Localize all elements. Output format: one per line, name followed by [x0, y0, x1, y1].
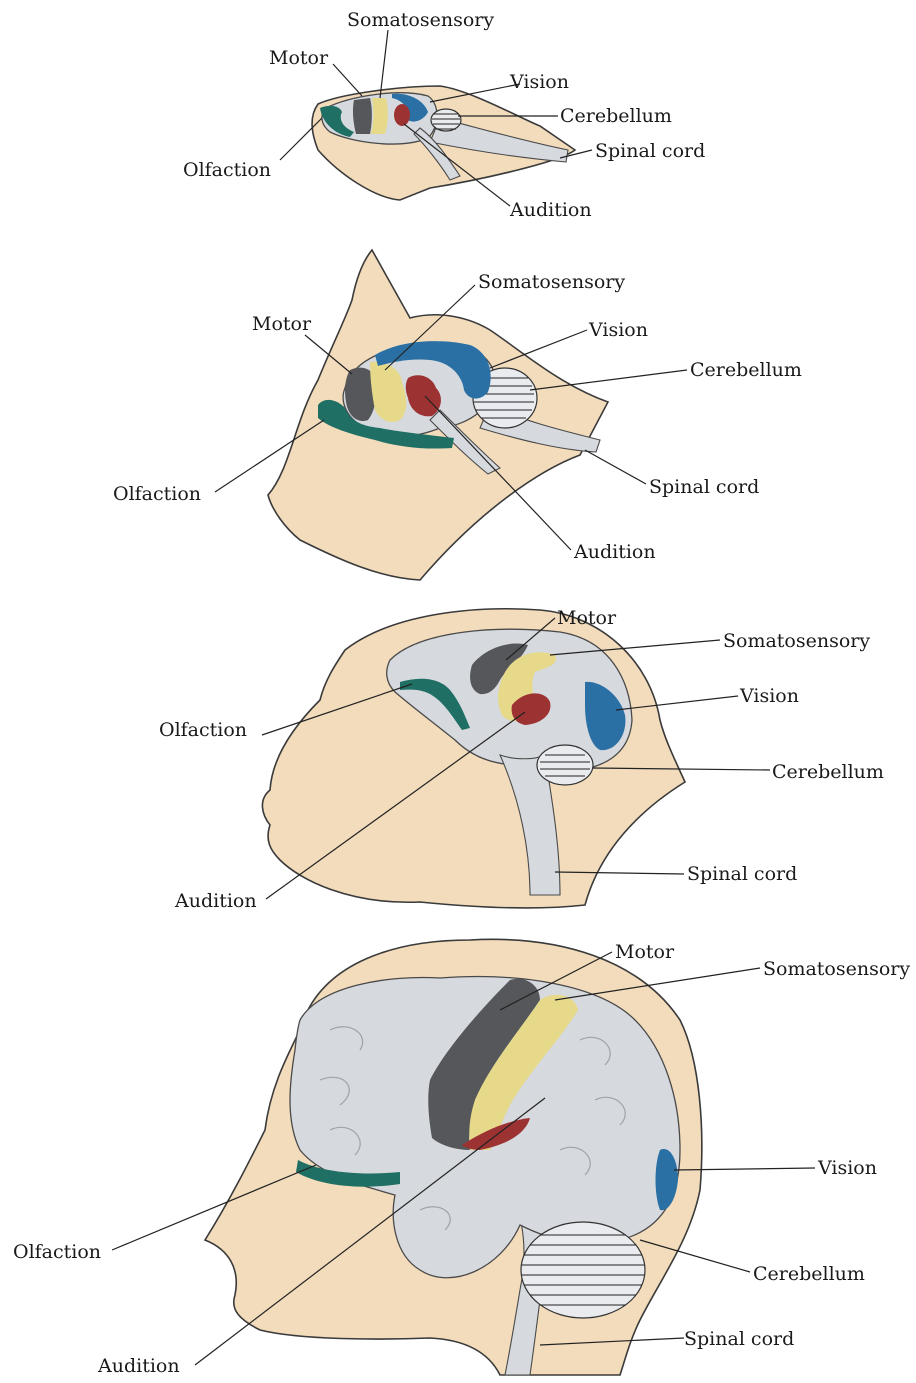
- panel-3-label-cerebellum: Cerebellum: [772, 761, 884, 783]
- panel-2-label-olfaction: Olfaction: [113, 483, 201, 505]
- panel-1-label-cerebellum: Cerebellum: [560, 105, 672, 127]
- panel-1-label-motor: Motor: [269, 47, 329, 69]
- panel-4: Motor Somatosensory Vision Olfaction Cer…: [13, 939, 910, 1377]
- panel-2-label-motor: Motor: [252, 313, 312, 335]
- panel-3-label-somatosensory: Somatosensory: [723, 630, 870, 652]
- panel-4-label-spinal-cord: Spinal cord: [684, 1328, 794, 1350]
- panel-2-label-cerebellum: Cerebellum: [690, 359, 802, 381]
- panel-1-audition-area: [394, 104, 410, 126]
- panel-1-label-spinal-cord: Spinal cord: [595, 140, 705, 162]
- panel-3-label-audition: Audition: [174, 890, 257, 912]
- panel-1-cerebellum: [431, 109, 461, 131]
- panel-3-cerebellum: [537, 745, 593, 785]
- panel-1-label-olfaction: Olfaction: [183, 159, 271, 181]
- panel-3-label-olfaction: Olfaction: [159, 719, 247, 741]
- panel-1-label-audition: Audition: [509, 199, 592, 221]
- panel-1-motor-area: [353, 98, 372, 134]
- panel-1: Somatosensory Motor Vision Cerebellum Ol…: [183, 9, 705, 221]
- panel-3: Motor Somatosensory Vision Olfaction Cer…: [159, 607, 884, 912]
- panel-3-label-spinal-cord: Spinal cord: [687, 863, 797, 885]
- panel-4-cerebellum: [521, 1222, 645, 1318]
- panel-4-label-audition: Audition: [97, 1355, 180, 1377]
- panel-2-label-audition: Audition: [573, 541, 656, 563]
- panel-3-label-vision: Vision: [739, 685, 799, 707]
- panel-3-label-motor: Motor: [557, 607, 617, 629]
- panel-4-label-motor: Motor: [615, 941, 675, 963]
- panel-1-label-somatosensory: Somatosensory: [347, 9, 494, 31]
- panel-2-label-somatosensory: Somatosensory: [478, 271, 625, 293]
- panel-2-label-spinal-cord: Spinal cord: [649, 476, 759, 498]
- panel-4-label-vision: Vision: [817, 1157, 877, 1179]
- panel-4-label-cerebellum: Cerebellum: [753, 1263, 865, 1285]
- panel-2: Somatosensory Motor Vision Cerebellum Ol…: [113, 250, 802, 580]
- panel-1-label-vision: Vision: [509, 71, 569, 93]
- panel-2-label-vision: Vision: [588, 319, 648, 341]
- panel-4-label-somatosensory: Somatosensory: [763, 958, 910, 980]
- panel-4-label-olfaction: Olfaction: [13, 1241, 101, 1263]
- panel-1-somatosensory-area: [371, 98, 388, 134]
